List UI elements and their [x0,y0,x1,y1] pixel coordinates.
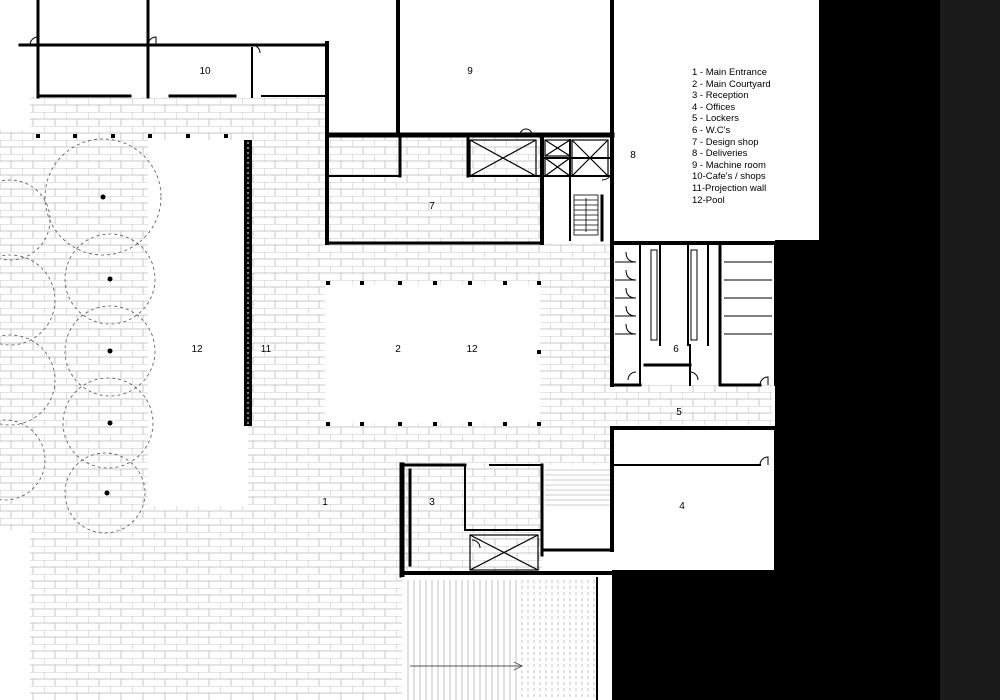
legend-item: 5 - Lockers [692,113,739,125]
label-pool-center: 12 [466,344,478,355]
legend-item: 6 - W.C's [692,124,731,136]
legend-item: 12-Pool [692,194,725,206]
tree-canopies [0,138,162,534]
pool-left [148,140,248,506]
column-posts [36,134,541,426]
legend-item: 3 - Reception [692,90,749,102]
label-main-courtyard: 2 [395,344,401,355]
legend-item: 4 - Offices [692,101,736,113]
label-lockers: 5 [676,407,682,418]
label-pool-left: 12 [191,344,203,355]
legend: 1 - Main Entrance 2 - Main Courtyard 3 -… [692,67,771,206]
legend-item: 11-Projection wall [692,182,767,194]
entrance-stairs [402,577,597,700]
legend-item: 2 - Main Courtyard [692,78,771,90]
door-swing-icon [29,36,769,549]
reception-steps [545,469,610,506]
legend-item: 7 - Design shop [692,136,759,148]
walls [18,0,777,578]
label-deliveries: 8 [630,150,636,161]
label-cafes-shops: 10 [199,66,211,77]
label-reception: 3 [429,497,435,508]
stair-icon [573,194,599,236]
label-wcs: 6 [673,344,679,355]
legend-item: 8 - Deliveries [692,148,748,160]
wc-stalls [615,249,772,341]
label-machine-room: 9 [467,66,473,77]
label-main-entrance: 1 [322,497,328,508]
label-design-shop: 7 [429,201,435,212]
legend-item: 9 - Machine room [692,159,766,171]
legend-item: 1 - Main Entrance [692,67,767,78]
duct-shafts [469,139,609,571]
label-projection-wall: 11 [260,344,272,355]
label-offices: 4 [679,501,685,512]
legend-item: 10-Cafe's / shops [692,171,766,183]
side-strip [940,0,1000,700]
tree-trunks [100,194,113,496]
arrow-right-icon [410,661,524,671]
pool-center [325,285,540,423]
